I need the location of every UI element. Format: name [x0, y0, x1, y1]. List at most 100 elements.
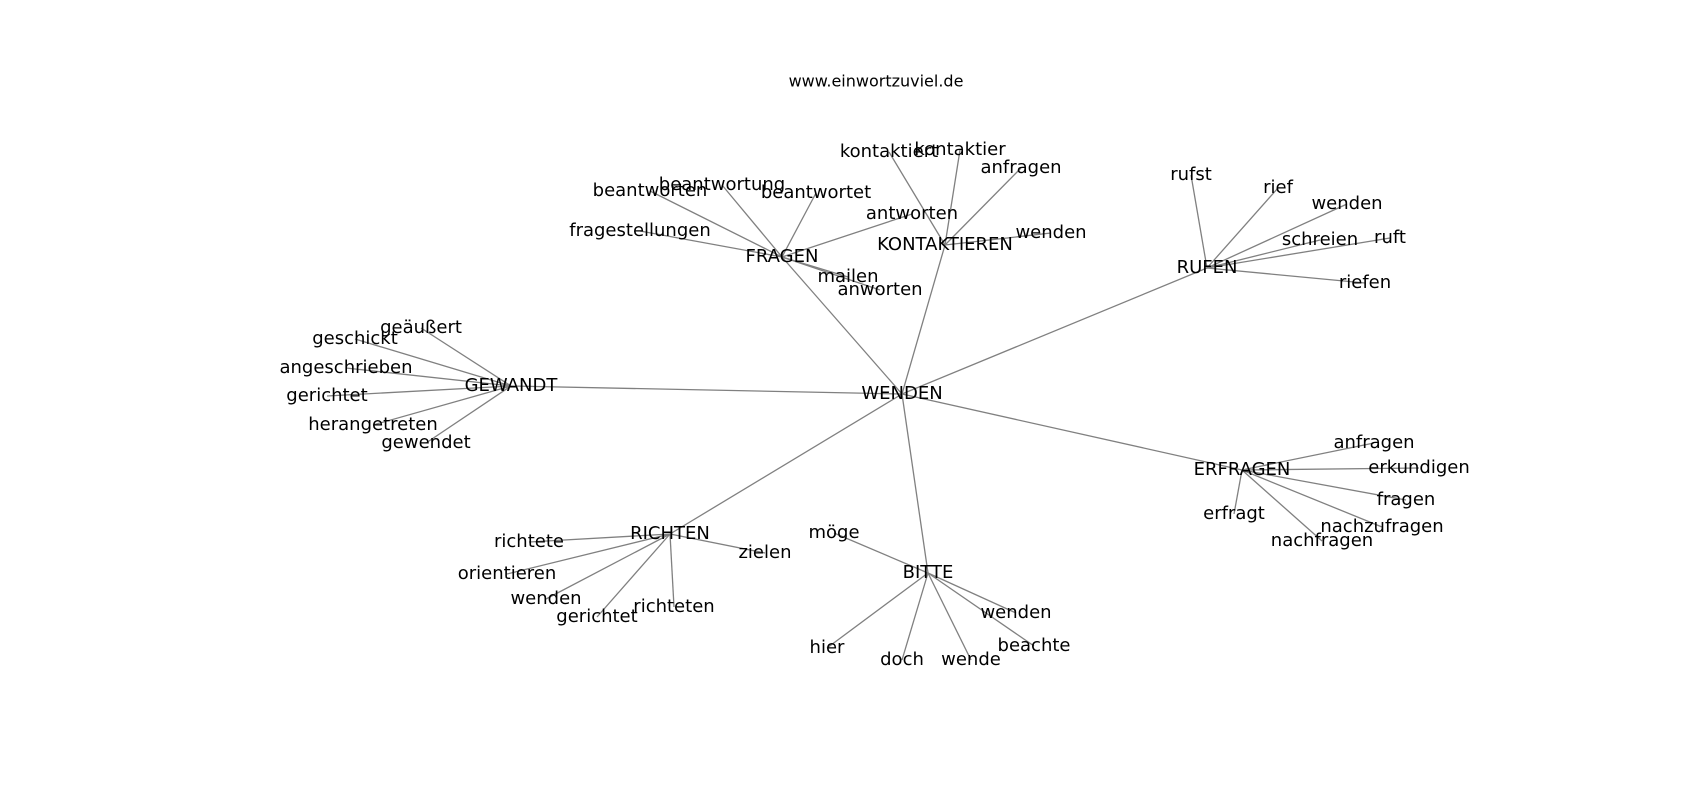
edge-hub-to-leaf [1206, 187, 1279, 269]
leaf-node-label: gerichtet [286, 385, 367, 406]
edge-root-to-hub [669, 393, 903, 535]
leaf-node-label: antworten [866, 203, 958, 224]
edge-hub-to-leaf [888, 151, 946, 246]
leaf-node-label: doch [880, 649, 924, 670]
leaf-node-label: geäußert [380, 317, 462, 338]
leaf-node-label: kontaktier [914, 139, 1006, 160]
hub-node-label: RUFEN [1177, 257, 1238, 278]
edge-hub-to-leaf [781, 192, 817, 258]
edge-hub-to-leaf [1241, 469, 1323, 542]
leaf-node-label: fragen [1377, 489, 1436, 510]
leaf-node-label: nachfragen [1271, 530, 1373, 551]
leaf-node-label: wenden [1015, 222, 1086, 243]
edge-hub-to-leaf [528, 533, 671, 543]
edge-hub-to-leaf [506, 533, 671, 575]
edge-hub-to-leaf [649, 190, 783, 258]
leaf-node-label: geschickt [312, 328, 398, 349]
edge-hub-to-leaf [1206, 267, 1366, 284]
edge-hub-to-leaf [781, 213, 913, 258]
edge-hub-to-leaf [326, 385, 512, 397]
leaf-node-label: schreien [1282, 229, 1358, 250]
leaf-node-label: nachzufragen [1320, 516, 1443, 537]
leaf-node-label: anfragen [980, 157, 1061, 178]
leaf-node-label: wende [941, 649, 1001, 670]
leaf-node-label: kontaktiert [840, 141, 938, 162]
leaf-node-label: erfragt [1203, 503, 1265, 524]
edge-hub-to-leaf [669, 533, 675, 608]
edge-hub-to-leaf [927, 572, 1017, 614]
leaf-node-label: rufst [1170, 164, 1212, 185]
edge-hub-to-leaf [927, 572, 972, 661]
leaf-node-label: möge [808, 522, 859, 543]
root-node-label: WENDEN [861, 383, 942, 404]
edge-hub-to-leaf [354, 338, 512, 387]
edge-root-to-hub [781, 256, 903, 395]
edge-hub-to-leaf [1241, 469, 1407, 501]
hub-node-label: RICHTEN [630, 523, 710, 544]
leaf-node-label: hier [810, 637, 845, 658]
leaf-node-label: fragestellungen [569, 220, 711, 241]
edge-hub-to-leaf [639, 230, 783, 258]
leaf-node-label: wenden [1311, 193, 1382, 214]
edge-root-to-hub [901, 393, 1243, 471]
leaf-node-label: beantwortung [659, 174, 785, 195]
leaf-node-label: rief [1263, 177, 1293, 198]
leaf-node-label: gerichtet [556, 606, 637, 627]
leaf-node-label: anworten [837, 279, 922, 300]
leaf-node-label: zielen [738, 542, 791, 563]
leaf-node-label: erkundigen [1368, 457, 1470, 478]
leaf-node-label: richtete [494, 531, 564, 552]
edge-hub-to-leaf [826, 572, 929, 649]
edge-hub-to-leaf [944, 149, 961, 246]
edge-hub-to-leaf [372, 385, 512, 426]
edge-hub-to-leaf [944, 167, 1022, 246]
edge-hub-to-leaf [420, 327, 512, 387]
hub-node-label: GEWANDT [465, 375, 559, 396]
hub-node-label: BITTE [903, 562, 954, 583]
hub-node-label: FRAGEN [746, 246, 819, 267]
edge-hub-to-leaf [901, 572, 929, 661]
edge-hub-to-leaf [1241, 467, 1420, 471]
edge-layer [326, 149, 1420, 661]
leaf-node-label: angeschrieben [279, 357, 412, 378]
edge-hub-to-leaf [721, 184, 783, 258]
leaf-node-label: anfragen [1333, 432, 1414, 453]
edge-hub-to-leaf [781, 256, 881, 291]
edge-hub-to-leaf [1206, 203, 1348, 269]
edge-root-to-hub [901, 267, 1208, 395]
edge-hub-to-leaf [669, 533, 766, 554]
label-layer: WENDEN FRAGEN beantwortenbeantwortungbeant… [279, 139, 1469, 670]
edge-hub-to-leaf [596, 533, 671, 618]
edge-hub-to-leaf [1190, 174, 1208, 269]
leaf-node-label: riefen [1339, 272, 1391, 293]
hub-node-label: KONTAKTIEREN [877, 234, 1013, 255]
edge-hub-to-leaf [345, 367, 512, 387]
leaf-node-label: orientieren [458, 563, 557, 584]
leaf-node-label: richteten [633, 596, 714, 617]
site-title: www.einwortzuviel.de [789, 72, 964, 91]
edge-hub-to-leaf [927, 572, 1035, 647]
edge-hub-to-leaf [1206, 239, 1321, 269]
leaf-node-label: mailen [817, 266, 878, 287]
edge-hub-to-leaf [944, 232, 1052, 246]
edge-hub-to-leaf [545, 533, 671, 600]
leaf-node-label: herangetreten [308, 414, 438, 435]
edge-hub-to-leaf [1206, 237, 1391, 269]
edge-root-to-hub [901, 393, 929, 574]
leaf-node-label: beachte [998, 635, 1071, 656]
leaf-node-label: beantwortet [761, 182, 871, 203]
edge-hub-to-leaf [1233, 469, 1243, 515]
leaf-node-label: gewendet [381, 432, 470, 453]
leaf-node-label: beantworten [593, 180, 708, 201]
edge-hub-to-leaf [425, 385, 512, 444]
edge-root-to-hub [510, 385, 903, 395]
hub-node-label: ERFRAGEN [1194, 459, 1291, 480]
leaf-node-label: ruft [1374, 227, 1406, 248]
leaf-node-label: wenden [980, 602, 1051, 623]
edge-hub-to-leaf [1241, 442, 1375, 471]
edge-hub-to-leaf [833, 532, 929, 574]
edge-hub-to-leaf [1241, 469, 1383, 528]
edge-root-to-hub [901, 244, 946, 395]
leaf-node-label: wenden [510, 588, 581, 609]
